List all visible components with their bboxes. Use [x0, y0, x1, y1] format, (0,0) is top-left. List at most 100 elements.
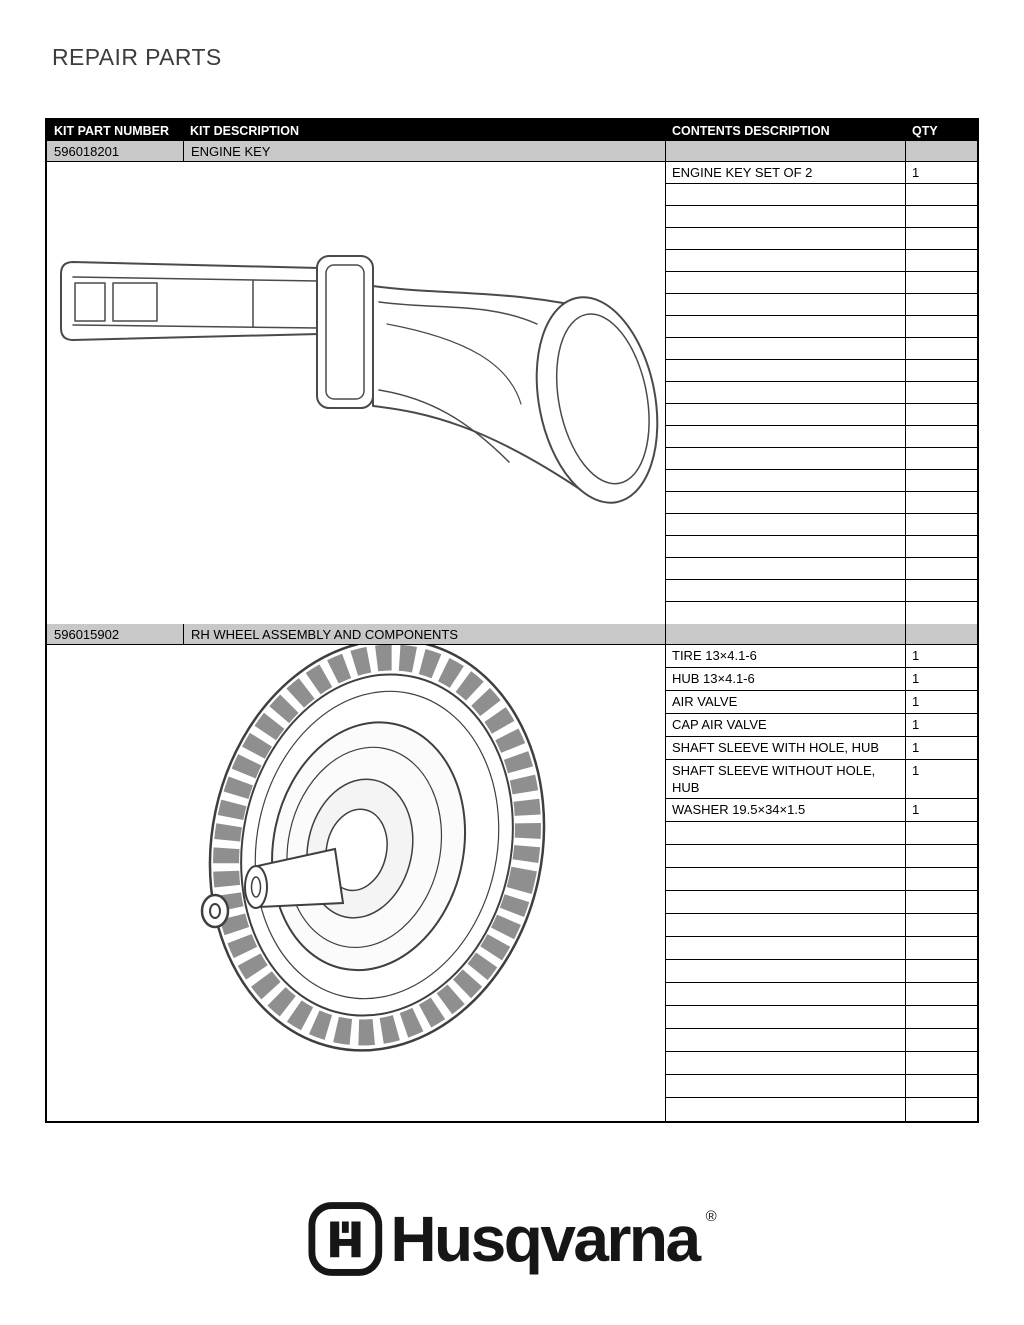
content-row-empty	[666, 360, 977, 383]
content-description-empty	[666, 558, 905, 579]
content-description-empty	[666, 206, 905, 227]
content-qty-empty	[905, 426, 977, 448]
content-row-empty	[666, 382, 977, 405]
page-title: REPAIR PARTS	[52, 44, 222, 70]
content-row-empty	[666, 602, 977, 625]
content-qty-empty	[905, 867, 977, 890]
content-qty-empty	[905, 1051, 977, 1074]
content-description-empty	[666, 845, 905, 867]
registered-trademark-symbol: ®	[705, 1208, 717, 1225]
content-description-empty	[666, 426, 905, 447]
kit-section-596015902: 596015902 RH WHEEL ASSEMBLY AND COMPONENT…	[47, 624, 977, 1121]
content-qty-empty	[905, 1005, 977, 1028]
content-qty-empty	[905, 338, 977, 360]
header-kit-part-number: KIT PART NUMBER	[54, 123, 170, 138]
content-row-empty	[666, 821, 977, 845]
table-header-row: KIT PART NUMBER KIT DESCRIPTION CONTENTS…	[47, 120, 977, 141]
content-qty-empty	[905, 1028, 977, 1051]
content-row-empty	[666, 580, 977, 603]
content-row-empty	[666, 844, 977, 868]
content-row-empty	[666, 867, 977, 891]
content-description: ENGINE KEY SET OF 2	[672, 165, 813, 180]
content-description: SHAFT SLEEVE WITH HOLE, HUB	[672, 740, 880, 756]
wheel-assembly-drawing	[200, 645, 546, 1052]
content-qty-empty	[905, 294, 977, 316]
content-row-empty	[666, 558, 977, 581]
content-qty-empty	[905, 514, 977, 536]
content-qty-empty	[905, 228, 977, 250]
content-description-empty	[666, 868, 905, 890]
content-qty-empty	[905, 536, 977, 558]
content-qty-empty	[905, 913, 977, 936]
content-row-empty	[666, 184, 977, 207]
content-qty-empty	[905, 470, 977, 492]
content-description-empty	[666, 360, 905, 381]
content-qty-empty	[905, 982, 977, 1005]
content-description: SHAFT SLEEVE WITHOUT HOLE, HUB	[672, 763, 876, 795]
content-description: HUB 13×4.1-6	[672, 671, 755, 687]
kit-title-row: 596015902 RH WHEEL ASSEMBLY AND COMPONENT…	[47, 624, 977, 646]
content-row: SHAFT SLEEVE WITHOUT HOLE, HUB 1	[666, 760, 977, 799]
content-qty-empty	[905, 844, 977, 867]
content-row-empty	[666, 448, 977, 471]
content-qty-empty	[905, 184, 977, 206]
key-handle-bar	[60, 261, 320, 341]
content-description-empty	[666, 316, 905, 337]
content-description-empty	[666, 580, 905, 601]
content-row-empty	[666, 316, 977, 339]
content-qty-empty	[905, 404, 977, 426]
content-description-empty	[666, 250, 905, 271]
content-row-empty	[666, 1097, 977, 1121]
content-description: TIRE 13×4.1-6	[672, 648, 757, 664]
content-description-empty	[666, 602, 905, 624]
content-description-empty	[666, 514, 905, 535]
content-row-empty	[666, 206, 977, 229]
content-qty-empty	[905, 250, 977, 272]
content-description: WASHER 19.5×34×1.5	[672, 801, 806, 817]
content-description-empty	[666, 1075, 905, 1097]
content-row-empty	[666, 470, 977, 493]
kit-description: RH WHEEL ASSEMBLY AND COMPONENTS	[183, 624, 665, 645]
header-contents-description: CONTENTS DESCRIPTION	[672, 123, 830, 138]
kit-row-qty-spacer	[905, 624, 977, 645]
kit-description: ENGINE KEY	[183, 141, 665, 161]
content-description-empty	[666, 470, 905, 491]
content-qty-empty	[905, 448, 977, 470]
content-row-empty	[666, 1005, 977, 1029]
content-qty-empty	[905, 821, 977, 844]
content-qty-empty	[905, 959, 977, 982]
wheel-assembly-illustration	[47, 645, 665, 1121]
content-qty-empty	[905, 206, 977, 228]
parts-table: KIT PART NUMBER KIT DESCRIPTION CONTENTS…	[45, 118, 979, 1123]
content-qty: 1	[905, 798, 977, 821]
husqvarna-logo: Husqvarna ®	[307, 1198, 717, 1280]
kit-part-number: 596018201	[54, 143, 120, 159]
content-qty: 1	[905, 668, 977, 691]
content-qty-empty	[905, 936, 977, 959]
content-qty: 1	[905, 691, 977, 714]
content-row-empty	[666, 404, 977, 427]
kit-title-row: 596018201 ENGINE KEY	[47, 141, 977, 162]
content-qty-empty	[905, 580, 977, 602]
content-description-empty	[666, 1098, 905, 1121]
content-description-empty	[666, 272, 905, 293]
content-row-empty	[666, 936, 977, 960]
content-description: CAP AIR VALVE	[672, 717, 767, 733]
content-description-empty	[666, 338, 905, 359]
content-description-empty	[666, 1029, 905, 1051]
content-description-empty	[666, 294, 905, 315]
content-row-empty	[666, 294, 977, 317]
content-qty: 1	[905, 760, 977, 798]
content-qty-empty	[905, 1097, 977, 1121]
content-row-empty	[666, 514, 977, 537]
husqvarna-wordmark: Husqvarna	[390, 1203, 701, 1275]
engine-key-illustration	[47, 162, 665, 625]
content-description-empty	[666, 937, 905, 959]
kit-part-number: 596015902	[54, 626, 120, 642]
